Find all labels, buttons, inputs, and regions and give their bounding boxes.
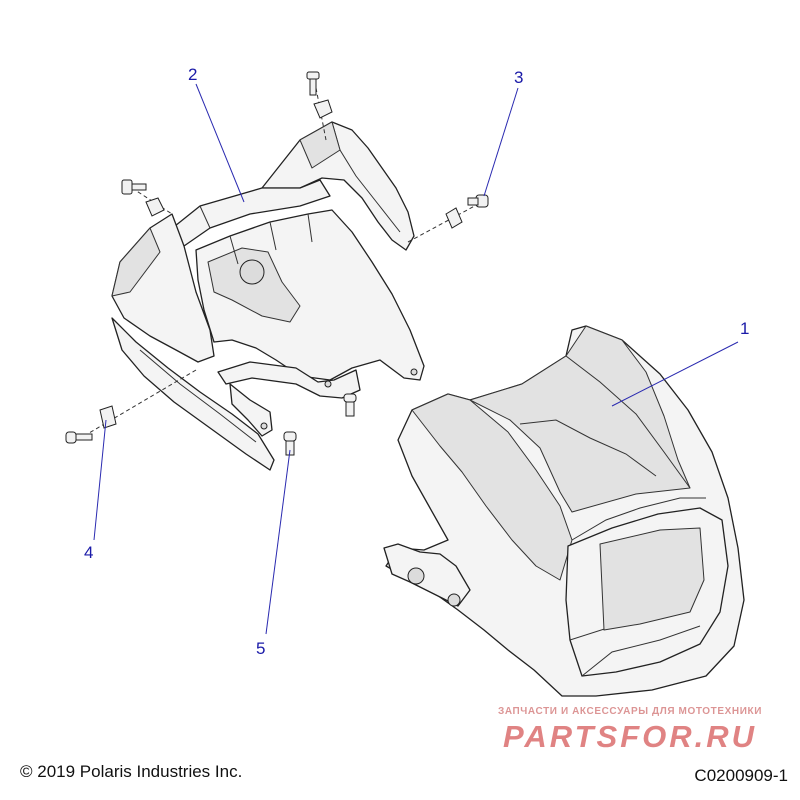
part-1-headlight-surround — [383, 325, 745, 697]
callout-4: 4 — [84, 543, 93, 562]
part-2-center-hole — [239, 259, 265, 285]
callout-labels: 2 3 1 4 5 — [84, 65, 749, 658]
part-1-tab-hole — [447, 593, 461, 607]
watermark-tagline: ЗАПЧАСТИ И АКСЕССУАРЫ ДЛЯ МОТОТЕХНИКИ — [497, 706, 763, 717]
fasteners — [65, 71, 489, 456]
copyright-text: © 2019 Polaris Industries Inc. — [20, 762, 243, 781]
watermark-brand: PARTSFOR.RU — [502, 719, 758, 754]
callout-1: 1 — [740, 319, 749, 338]
callout-leaders — [93, 83, 739, 635]
callout-3: 3 — [514, 68, 523, 87]
diagram-code: C0200909-1 — [694, 766, 788, 785]
callout-2: 2 — [188, 65, 197, 84]
watermark-logo: ЗАПЧАСТИ И АКСЕССУАРЫ ДЛЯ МОТОТЕХНИКИ PA… — [480, 706, 780, 755]
part-2-headlight-housing — [111, 121, 425, 471]
callout-5: 5 — [256, 639, 265, 658]
